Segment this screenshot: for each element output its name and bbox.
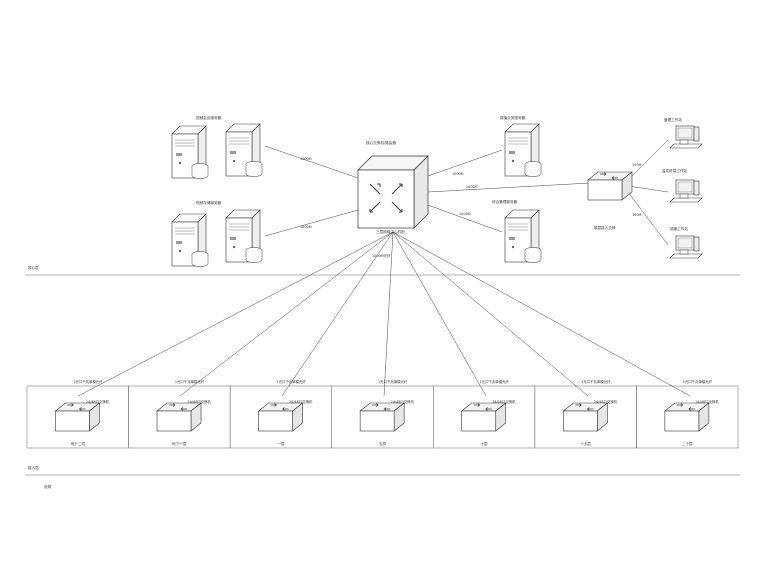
floor-name: 十层 <box>480 441 488 446</box>
server-icon <box>504 123 542 177</box>
switch-icon <box>587 171 633 201</box>
switch-icon <box>156 402 202 432</box>
switch-icon <box>258 402 303 432</box>
switch-icon <box>461 402 507 432</box>
server-group-bottom-left: 视频存储服务器 <box>171 200 263 267</box>
server-icon <box>504 209 542 263</box>
floor-name: 地下二层 <box>71 441 86 446</box>
core-sub-label: 三层网络中心机柜 <box>376 229 405 234</box>
server-icon <box>225 209 263 263</box>
workstation-icon <box>669 125 703 149</box>
floor-uplink-label: 1光口千兆单模光纤 <box>683 379 713 384</box>
workstation-label-1: 管理工作站 <box>664 117 682 122</box>
workstation-label-2: 监控终端工作站 <box>662 168 688 173</box>
access-switch-label: 楼层接入交换 <box>594 225 616 230</box>
core-switch: 核心交换机/路由器 三层网络中心机柜 1000M光纤 <box>357 140 429 258</box>
floor-uplink-label: 1光口千兆单模光纤 <box>73 379 103 384</box>
switch-icon <box>55 402 100 432</box>
floor-switch-label: 24/48口交换机 <box>594 399 618 404</box>
workstation-icon <box>669 235 703 259</box>
legend-label: 说明 <box>44 484 52 489</box>
floor-switch-label: 24/48口交换机 <box>187 399 211 404</box>
link-label-pc1: 100M <box>632 163 641 167</box>
floor-name: 五层 <box>379 441 387 446</box>
switch-icon <box>664 402 710 432</box>
floor-switch-label: 24/48口交换机 <box>391 399 415 404</box>
floor-uplink-label: 1光口千兆单模光纤 <box>480 379 510 384</box>
link-label-bl: 1000M <box>300 225 312 229</box>
server-group-top-left: 视频会议服务器 <box>171 115 263 179</box>
server-icon <box>171 213 209 267</box>
workstation-label-3: 调度工作站 <box>670 226 688 231</box>
switch-icon <box>359 402 405 432</box>
floor-uplink-label: 1光口千兆单模光纤 <box>175 379 205 384</box>
server-right-bottom-label: 综合管理服务器 <box>492 199 518 204</box>
link-label-mid: 1000M <box>466 185 478 189</box>
floor-name: 十五层 <box>580 441 591 446</box>
floor-switch-label: 24/48口交换机 <box>492 399 516 404</box>
server-group-top-left-label: 视频会议服务器 <box>196 115 222 120</box>
access-layer-label: 接入层 <box>28 465 39 470</box>
switch-icon <box>562 402 608 432</box>
floor-uplink-label: 1光口千兆单模光纤 <box>581 379 611 384</box>
link-label-rt: 1000M <box>452 172 464 176</box>
floor-box <box>636 385 739 449</box>
links <box>77 139 691 397</box>
workstations: 管理工作站 监控终端工作站 调度工作站 <box>662 117 703 259</box>
server-right-top: 增值业务服务器 <box>500 115 542 177</box>
floor-uplink-label: 1光口千兆单模光纤 <box>378 379 408 384</box>
server-right-bottom: 综合管理服务器 <box>492 199 542 263</box>
floor-switch-label: 24/48口交换机 <box>695 399 719 404</box>
core-uplink-label: 1000M光纤 <box>372 253 391 258</box>
server-icon <box>225 123 263 177</box>
floor-switch-label: 24/48口交换机 <box>86 399 110 404</box>
server-right-top-label: 增值业务服务器 <box>500 115 526 120</box>
link-label-rb: 1000M <box>459 212 471 216</box>
core-layer-label: 核心层 <box>28 265 39 270</box>
link-label-tl: 1000M <box>300 157 312 161</box>
floor-uplink-label: 1光口千兆单模光纤 <box>276 379 306 384</box>
core-switch-label: 核心交换机/路由器 <box>366 140 396 145</box>
floor-name: 一层 <box>277 441 285 446</box>
floor-name: 二十层 <box>682 441 693 446</box>
server-group-bottom-left-label: 视频存储服务器 <box>196 200 222 205</box>
workstation-icon <box>669 179 703 203</box>
core-switch-icon <box>369 183 403 213</box>
access-switch: 楼层接入交换 <box>587 171 633 230</box>
floor-name: 地下一层 <box>172 441 187 446</box>
server-icon <box>171 125 209 179</box>
link-label-pc2: 100M <box>632 213 641 217</box>
floor-switch-label: 24/48口交换机 <box>289 399 313 404</box>
